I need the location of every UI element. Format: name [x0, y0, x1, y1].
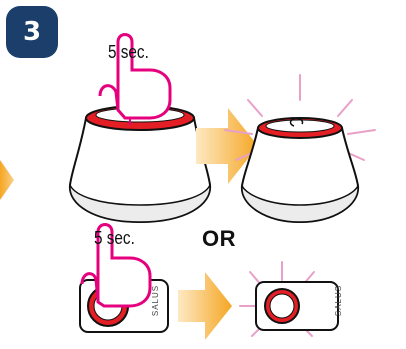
or-separator: OR [202, 226, 236, 252]
arrow-bottom [178, 272, 232, 340]
brand-label-left: SALUS [151, 285, 160, 316]
hold-duration-bottom: 5 sec. [94, 228, 135, 249]
left-edge-arrow [0, 160, 14, 200]
step-number: 3 [6, 6, 58, 58]
hold-duration-top: 5 sec. [108, 42, 149, 63]
brand-label-right: SALUS [334, 285, 343, 316]
controller-device-right [240, 262, 338, 336]
step-number-badge: 3 [6, 6, 58, 58]
gateway-device-left [70, 106, 210, 222]
